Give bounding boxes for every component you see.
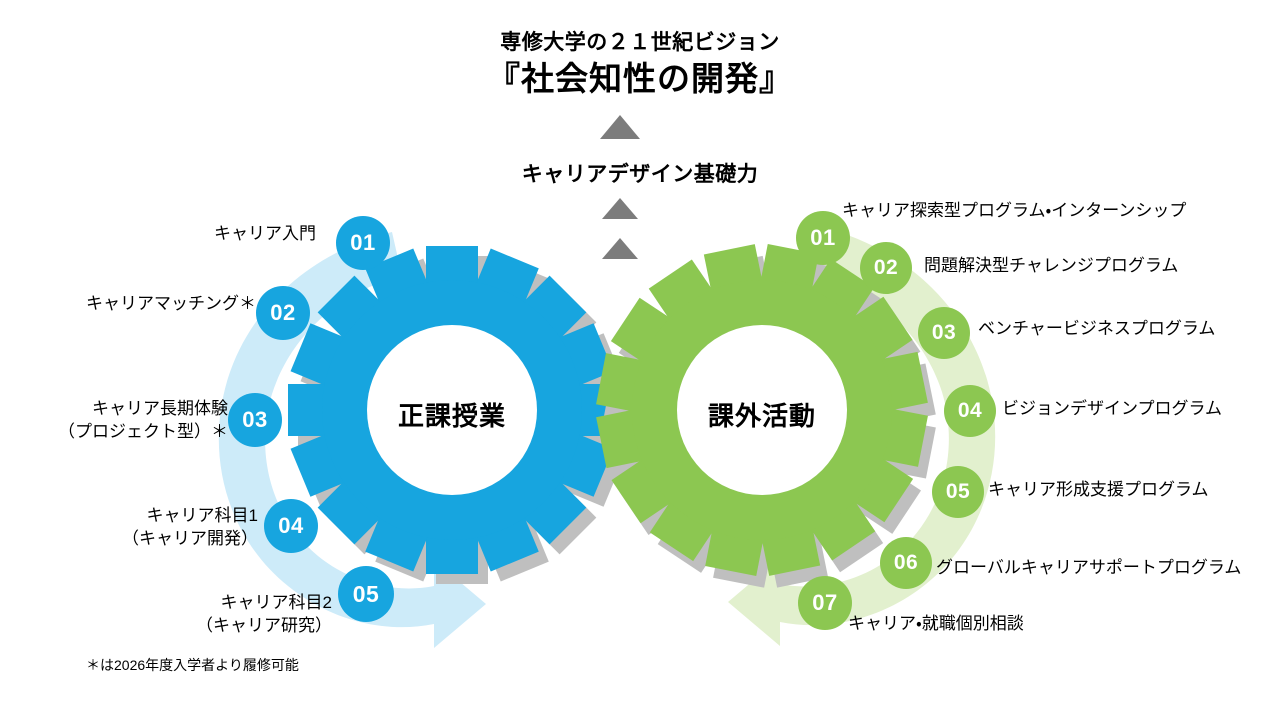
left-item-label-05-line1: キャリア科目2 <box>220 593 332 612</box>
left-item-label-05-line2: （キャリア研究） <box>196 615 332 635</box>
footnote: ＊は2026年度入学者より履修可能 <box>86 657 299 673</box>
right-item-badge-03[interactable]: 03 <box>918 307 970 359</box>
left-item-badge-04[interactable]: 04 <box>264 499 318 553</box>
career-design-base-label: キャリアデザイン基礎力 <box>521 163 759 186</box>
left-item-badge-03[interactable]: 03 <box>228 393 282 447</box>
right-item-label-03: ベンチャービジネスプログラム <box>978 319 1216 338</box>
right-item-label-04: ビジョンデザインプログラム <box>1002 399 1222 418</box>
left-item-badge-01[interactable]: 01 <box>336 216 390 270</box>
left-item-label-03-line1: キャリア長期体験 <box>92 399 228 418</box>
header-block: 専修大学の２１世紀ビジョン 『社会知性の開発』 <box>0 30 1280 101</box>
left-item-label-04-line1: キャリア科目1 <box>146 506 258 525</box>
vision-subtitle: 専修大学の２１世紀ビジョン <box>500 31 780 54</box>
left-item-label-05: キャリア科目2 （キャリア研究） <box>60 592 332 638</box>
up-triangle-icon-top <box>600 115 640 139</box>
right-item-badge-07[interactable]: 07 <box>798 576 852 630</box>
left-item-label-03: キャリア長期体験 （プロジェクト型）＊ <box>0 398 228 444</box>
right-item-badge-05[interactable]: 05 <box>932 466 984 518</box>
right-item-badge-02[interactable]: 02 <box>860 242 912 294</box>
left-item-label-04: キャリア科目1 （キャリア開発） <box>0 505 258 551</box>
vision-title: 『社会知性の開発』 <box>487 60 793 98</box>
right-item-label-01: キャリア探索型プログラム・インターンシップ <box>842 201 1187 220</box>
right-item-badge-01[interactable]: 01 <box>796 211 850 265</box>
left-item-label-01: キャリア入門 <box>214 224 316 243</box>
up-triangle-icon-middle <box>602 198 638 219</box>
left-item-label-03-line2: （プロジェクト型）＊ <box>58 421 228 441</box>
right-item-label-06: グローバルキャリアサポートプログラム <box>936 558 1242 577</box>
right-item-label-02: 問題解決型チャレンジプログラム <box>924 256 1179 275</box>
gear-right-extracurricular <box>596 244 936 588</box>
left-item-badge-05[interactable]: 05 <box>338 566 394 622</box>
left-item-label-02: キャリアマッチング＊ <box>86 294 256 313</box>
left-item-label-04-line2: （キャリア開発） <box>122 528 258 548</box>
right-item-badge-06[interactable]: 06 <box>880 537 932 589</box>
right-item-label-05: キャリア形成支援プログラム <box>988 480 1209 499</box>
right-item-badge-04[interactable]: 04 <box>944 385 996 437</box>
right-item-label-07: キャリア・就職個別相談 <box>848 614 1024 633</box>
gear-right-label: 課外活動 <box>707 401 816 431</box>
left-item-badge-02[interactable]: 02 <box>256 286 310 340</box>
up-triangle-icon-bottom <box>602 238 638 259</box>
gear-left-label: 正課授業 <box>397 401 506 431</box>
